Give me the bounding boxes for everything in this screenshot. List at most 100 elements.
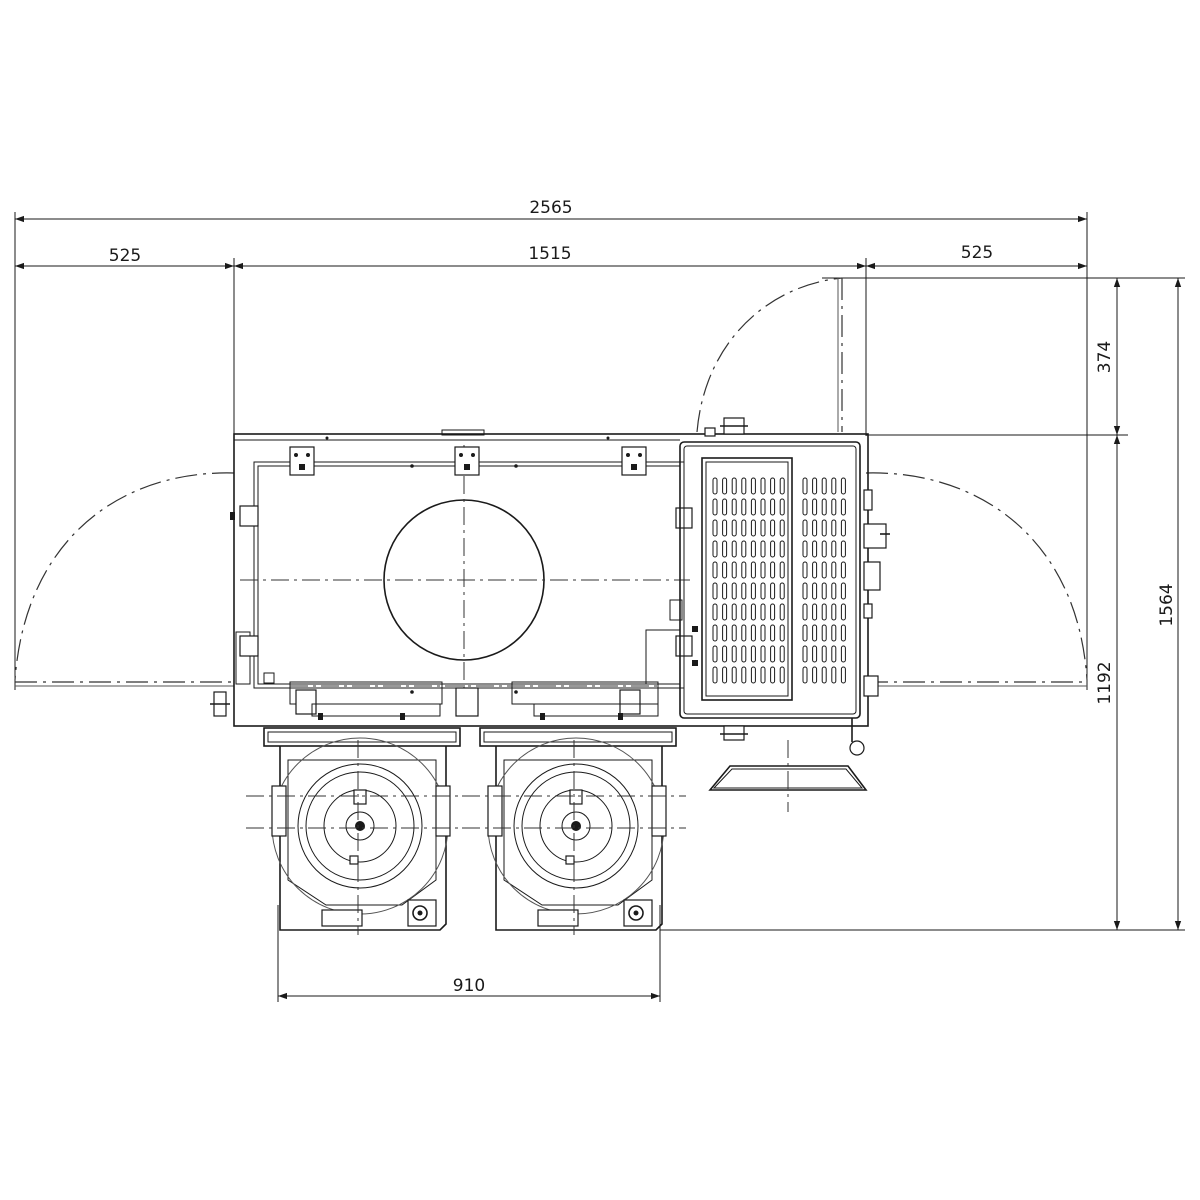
vent-slot bbox=[779, 624, 785, 642]
vent-slot bbox=[722, 498, 728, 516]
spindle-head-left bbox=[246, 727, 470, 935]
label-machine-depth: 1192 bbox=[1095, 661, 1115, 704]
vent-slot bbox=[812, 519, 818, 537]
vent-slot bbox=[712, 582, 718, 600]
vent-slot bbox=[802, 603, 808, 621]
vent-slot bbox=[840, 477, 846, 495]
vent-slot bbox=[840, 603, 846, 621]
vent-slot bbox=[812, 582, 818, 600]
vent-slot bbox=[831, 645, 837, 663]
vent-slot bbox=[831, 477, 837, 495]
vent-slot bbox=[831, 624, 837, 642]
vent-slot bbox=[722, 603, 728, 621]
vent-slot bbox=[770, 624, 776, 642]
vent-slot bbox=[840, 540, 846, 558]
vent-slot bbox=[802, 540, 808, 558]
label-overall-width: 2565 bbox=[529, 198, 572, 218]
vent-slot bbox=[802, 645, 808, 663]
vent-slot bbox=[722, 666, 728, 684]
vent-slot bbox=[770, 666, 776, 684]
spindle-head-right bbox=[462, 727, 686, 935]
vent-slot bbox=[712, 498, 718, 516]
vent-slot bbox=[750, 519, 756, 537]
hinge-icon bbox=[230, 505, 259, 527]
vent-slot bbox=[802, 519, 808, 537]
vent-slot bbox=[750, 645, 756, 663]
vent-slot bbox=[741, 582, 747, 600]
vent-slot bbox=[750, 498, 756, 516]
vent-slot bbox=[840, 645, 846, 663]
vent-slot bbox=[741, 540, 747, 558]
vent-slot bbox=[750, 477, 756, 495]
vent-slot bbox=[731, 624, 737, 642]
label-overall-depth: 1564 bbox=[1157, 583, 1177, 626]
vent-slot bbox=[712, 666, 718, 684]
vent-slot bbox=[770, 603, 776, 621]
vent-slot bbox=[821, 561, 827, 579]
label-top-clearance: 374 bbox=[1095, 341, 1115, 373]
vent-slot bbox=[760, 519, 766, 537]
vent-slot bbox=[712, 603, 718, 621]
vent-slot bbox=[712, 624, 718, 642]
vent-slot bbox=[831, 582, 837, 600]
vent-slot bbox=[831, 540, 837, 558]
vent-slot bbox=[779, 561, 785, 579]
vent-slot bbox=[802, 582, 808, 600]
vent-slot bbox=[831, 666, 837, 684]
vent-slot bbox=[779, 582, 785, 600]
vent-slot bbox=[779, 645, 785, 663]
vent-slot bbox=[821, 624, 827, 642]
vent-slot bbox=[770, 540, 776, 558]
vent-slot bbox=[821, 519, 827, 537]
vent-slot bbox=[741, 477, 747, 495]
hinges bbox=[210, 436, 693, 717]
vent-slot bbox=[821, 645, 827, 663]
vent-slot bbox=[741, 519, 747, 537]
vent-slot bbox=[722, 582, 728, 600]
vent-slots bbox=[712, 477, 846, 684]
vent-slot bbox=[760, 477, 766, 495]
vent-slot bbox=[812, 624, 818, 642]
vent-slot bbox=[840, 624, 846, 642]
vent-slot bbox=[750, 582, 756, 600]
vent-slot bbox=[722, 624, 728, 642]
vent-slot bbox=[731, 561, 737, 579]
vent-slot bbox=[760, 624, 766, 642]
lower-rails bbox=[289, 681, 660, 720]
vent-slot bbox=[770, 645, 776, 663]
label-machine-width: 1515 bbox=[528, 244, 571, 264]
vent-slot bbox=[779, 498, 785, 516]
vent-slot bbox=[831, 561, 837, 579]
vent-slot bbox=[802, 561, 808, 579]
vent-slot bbox=[840, 666, 846, 684]
vent-slot bbox=[840, 498, 846, 516]
vent-slot bbox=[812, 666, 818, 684]
vent-slot bbox=[779, 603, 785, 621]
vent-slot bbox=[779, 540, 785, 558]
door-swing-arcs bbox=[14, 277, 1088, 687]
vent-slot bbox=[731, 603, 737, 621]
vent-slot bbox=[741, 624, 747, 642]
vent-slot bbox=[760, 498, 766, 516]
vent-slot bbox=[840, 582, 846, 600]
vent-slot bbox=[750, 561, 756, 579]
vent-slot bbox=[741, 666, 747, 684]
vent-slot bbox=[821, 477, 827, 495]
vent-slot bbox=[741, 603, 747, 621]
vent-slot bbox=[712, 561, 718, 579]
hinge-icon bbox=[239, 635, 259, 657]
vent-slot bbox=[731, 477, 737, 495]
vent-slot bbox=[812, 540, 818, 558]
vent-slot bbox=[750, 603, 756, 621]
vent-slot bbox=[722, 477, 728, 495]
vent-slot bbox=[750, 666, 756, 684]
vent-slot bbox=[812, 603, 818, 621]
vent-slot bbox=[770, 582, 776, 600]
vent-slot bbox=[770, 561, 776, 579]
dimension-lines bbox=[14, 212, 1185, 1002]
vent-slot bbox=[770, 519, 776, 537]
vent-slot bbox=[731, 519, 737, 537]
vent-slot bbox=[731, 582, 737, 600]
vent-slot bbox=[812, 645, 818, 663]
vent-slot bbox=[731, 666, 737, 684]
